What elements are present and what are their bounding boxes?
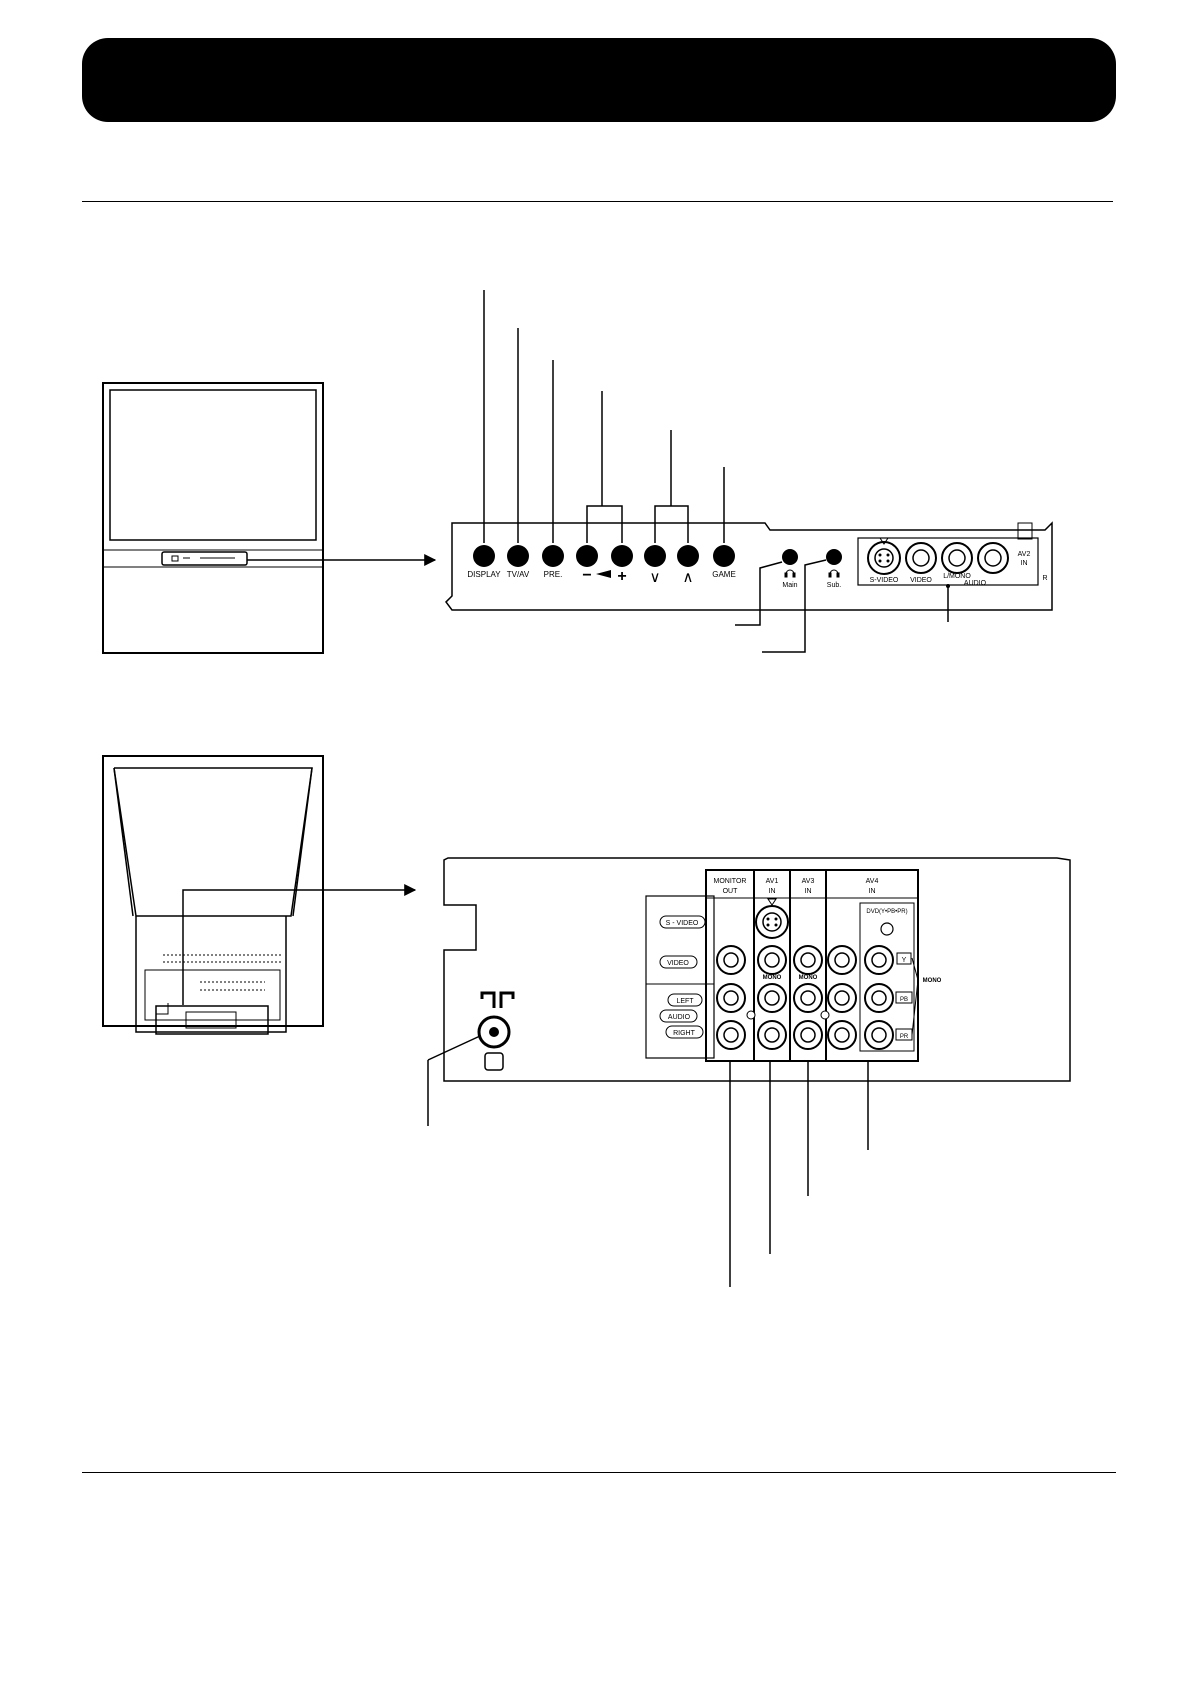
rear-video-label: VIDEO <box>667 960 689 967</box>
rear-callout-lines <box>729 1061 869 1287</box>
av2-s-video-label: S-VIDEO <box>870 577 899 584</box>
game-label: GAME <box>712 570 736 579</box>
tv-av-button[interactable] <box>507 545 529 567</box>
program-up-label: ∧ <box>683 569 694 586</box>
pre-label: PRE. <box>544 570 563 579</box>
rear-audio-label: AUDIO <box>668 1014 691 1021</box>
av4-mono-label: MONO <box>923 978 942 984</box>
rear-row-labels: S - VIDEO VIDEO LEFT AUDIO RIGHT <box>645 895 715 1059</box>
main-headphone-jack[interactable] <box>782 549 798 565</box>
program-down-button[interactable] <box>644 545 666 567</box>
headphone-icon <box>784 569 840 578</box>
rear-s-video-label: S - VIDEO <box>666 920 699 927</box>
button-callout-lines <box>483 290 725 543</box>
sub-label: Sub. <box>827 582 841 589</box>
volume-icon <box>596 570 611 578</box>
av4-in-subtitle: IN <box>869 888 876 895</box>
av3-in-title: AV3 <box>802 878 815 885</box>
volume-plus-label: + <box>617 568 626 585</box>
av3-in-subtitle: IN <box>805 888 812 895</box>
rear-left-label: LEFT <box>676 998 694 1005</box>
component-pb-label: PB <box>900 997 908 1003</box>
front-control-panel <box>445 521 1053 611</box>
dvd-label: DVD(Y•PB•PR) <box>866 909 907 915</box>
program-down-label: ∨ <box>650 569 661 586</box>
front-button-row <box>473 545 735 567</box>
monitor-out-subtitle: OUT <box>723 888 739 895</box>
title-bar <box>82 38 1116 122</box>
av1-in-title: AV1 <box>766 878 779 885</box>
component-pr-label: PR <box>900 1034 909 1040</box>
tv-front-illustration <box>102 382 437 654</box>
av2-lmono-label: L/MONO <box>943 573 971 580</box>
main-label: Main <box>782 582 797 589</box>
av1-mono-label: MONO <box>763 975 782 981</box>
rca-jack-grid <box>716 945 894 1050</box>
sub-headphone-jack[interactable] <box>826 549 842 565</box>
volume-minus-label: − <box>582 567 591 584</box>
headphone-jacks: Main Sub. <box>735 549 842 653</box>
av4-in-title: AV4 <box>866 878 879 885</box>
display-label: DISPLAY <box>467 570 501 579</box>
av2-video-label: VIDEO <box>910 577 932 584</box>
game-button[interactable] <box>713 545 735 567</box>
tv-av-label: TV/AV <box>507 570 530 579</box>
volume-up-button[interactable] <box>611 545 633 567</box>
bottom-rule <box>82 1472 1116 1473</box>
rear-panel: S - VIDEO VIDEO LEFT AUDIO RIGHT MONITOR… <box>427 857 1071 1287</box>
monitor-out-title: MONITOR <box>714 878 747 885</box>
pre-button[interactable] <box>542 545 564 567</box>
front-button-labels: DISPLAY TV/AV PRE. − + ∨ ∧ GAME <box>467 567 735 586</box>
antenna-input <box>427 991 515 1126</box>
component-y-label: Y <box>902 957 907 964</box>
av2-audio-label: AUDIO <box>964 580 987 587</box>
top-rule <box>82 201 1113 202</box>
av2-title-label: AV2 <box>1018 551 1031 558</box>
av2-r-label: R <box>1042 575 1047 582</box>
av3-mono-label: MONO <box>799 975 818 981</box>
av2-in-label: IN <box>1021 560 1028 567</box>
program-up-button[interactable] <box>677 545 699 567</box>
av2-input-panel: S-VIDEO VIDEO L/MONO AUDIO AV2 IN R <box>857 522 1048 622</box>
rear-jack-columns: MONITOR OUT AV1 IN AV3 IN AV4 IN DVD(Y•P… <box>705 869 942 1062</box>
rear-right-label: RIGHT <box>673 1030 696 1037</box>
av1-in-subtitle: IN <box>769 888 776 895</box>
tv-rear-illustration <box>102 755 417 1035</box>
display-button[interactable] <box>473 545 495 567</box>
volume-down-button[interactable] <box>576 545 598 567</box>
